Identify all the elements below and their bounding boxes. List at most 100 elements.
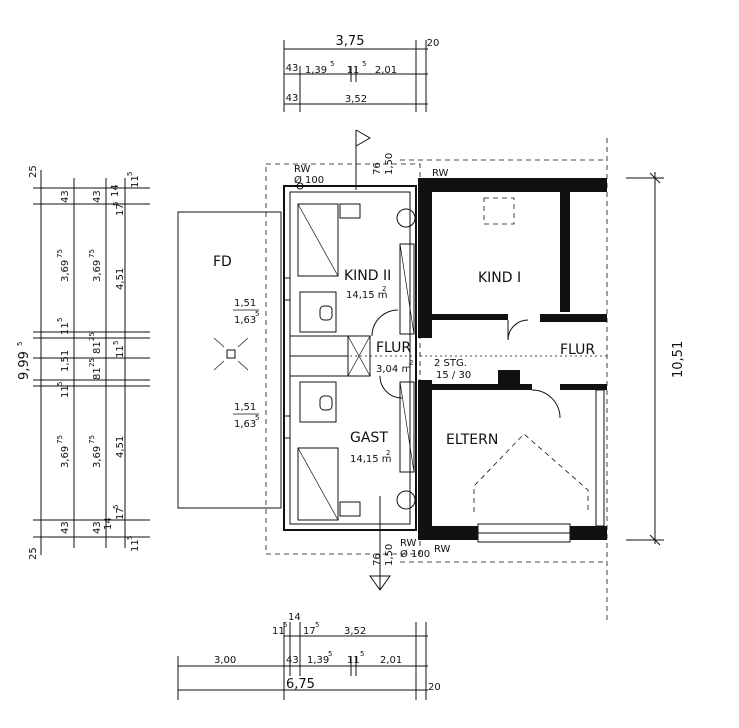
v76-top: 76 — [372, 162, 383, 175]
left-c4-115b: 11 — [130, 539, 141, 552]
bottom-r1-c-sup: 5 — [315, 621, 319, 629]
left-c3-115: 11 — [115, 345, 126, 358]
roof-outlines — [265, 138, 608, 620]
fd-area: FD 1,51 1,63 5 1,51 1,63 5 — [177, 211, 282, 509]
left-c2-81a: 81 — [92, 341, 103, 354]
left-c3-175a: 17 — [115, 203, 126, 216]
left-c2-81b-sup: 25 — [88, 358, 96, 367]
left-c4-115a: 11 — [130, 175, 141, 188]
top-r2-c-sup: 5 — [362, 60, 366, 68]
left-c1-43a: 43 — [60, 190, 71, 203]
left-c3-14b: 14 — [103, 517, 114, 530]
left-c1-115a-sup: 5 — [56, 318, 64, 322]
left-c1-369a: 3,69 — [60, 260, 71, 282]
left-c1-369b: 3,69 — [60, 446, 71, 468]
right-total-dim: 10,51 — [671, 341, 686, 378]
kind2-label: KIND II — [344, 268, 391, 284]
rw-top: RW — [294, 164, 311, 175]
left-c2-81b: 81 — [92, 367, 103, 380]
bottom-dimensions: 11 5 14 17 5 3,52 3,00 43 1,39 5 11 5 2,… — [177, 612, 441, 700]
left-c1-115b: 11 — [60, 385, 71, 398]
v150-top: 1,50 — [384, 153, 395, 175]
right-dimension: 10,51 — [626, 172, 686, 546]
left-c2-369a: 3,69 — [92, 260, 103, 282]
left-c2-369a-sup: 75 — [88, 249, 96, 258]
bottom-total-dim: 6,75 — [286, 677, 315, 692]
left-c2-369b-sup: 75 — [88, 435, 96, 444]
rw-bottom: RW — [400, 538, 417, 549]
left-wing: KIND II 14,15 m 2 FLUR 3,04 m 2 GAST 14,… — [283, 129, 430, 591]
top-total-dim: 3,75 — [336, 34, 365, 49]
bottom-r1-d: 3,52 — [344, 626, 366, 637]
fd-dim1-bottom: 1,51 — [234, 402, 256, 413]
rw-bottom-dia: Ø 100 — [400, 548, 430, 560]
v76-bottom: 76 — [372, 553, 383, 566]
left-c1-369b-sup: 75 — [56, 435, 64, 444]
top-end-dim: 20 — [427, 38, 440, 49]
right-wing: KIND I FLUR ELTERN RW RW 2 STG. 15 / 30 — [418, 168, 607, 555]
rw-right-bottom: RW — [434, 544, 451, 555]
top-r3-b: 3,52 — [345, 94, 367, 105]
top-dimensions: 3,75 20 43 1,39 5 11 5 2,01 43 3,52 — [283, 34, 440, 112]
fd-dim2-top: 1,63 — [234, 315, 256, 326]
left-total-sup: 5 — [16, 342, 24, 346]
flur-small-area: 3,04 m — [376, 364, 411, 375]
bottom-r1-a: 11 — [272, 626, 285, 637]
rw-right-top: RW — [432, 168, 449, 179]
flur-small-area-exp: 2 — [409, 359, 413, 367]
bottom-r1-b: 14 — [288, 612, 301, 623]
left-c3-175b-sup: 5 — [112, 505, 120, 509]
bottom-end-dim: 20 — [428, 682, 441, 693]
left-c1-151: 1,51 — [60, 350, 71, 372]
top-r2-d: 2,01 — [375, 65, 397, 76]
left-c1-bottom: 25 — [28, 547, 39, 560]
flur-small-label: FLUR — [376, 340, 411, 356]
left-c2-43a: 43 — [92, 190, 103, 203]
fd-dim2-bottom: 1,63 — [234, 419, 256, 430]
fd-dim2-bottom-sup: 5 — [255, 414, 259, 422]
left-total-dim: 9,99 — [17, 351, 32, 380]
bottom-r1-c: 17 — [303, 626, 316, 637]
left-c1-115a: 11 — [60, 322, 71, 335]
bottom-r2-a: 3,00 — [214, 655, 236, 666]
gast-label: GAST — [350, 430, 388, 446]
bottom-r2-b: 43 — [286, 655, 299, 666]
top-r2-c: 11 — [347, 65, 360, 76]
kind2-area-exp: 2 — [382, 285, 386, 293]
left-c3-451b: 4,51 — [115, 436, 126, 458]
left-c3-115-sup: 5 — [112, 341, 120, 345]
top-r3-a: 43 — [286, 93, 299, 104]
bottom-r2-c-sup: 5 — [328, 650, 332, 658]
left-c1-115b-sup: 5 — [56, 382, 64, 386]
fd-dim1-top: 1,51 — [234, 298, 256, 309]
left-c2-81a-sup: 25 — [88, 332, 96, 341]
bottom-r2-c: 1,39 — [307, 655, 329, 666]
left-c3-175b: 17 — [115, 507, 126, 520]
bottom-r1-a-sup: 5 — [283, 621, 287, 629]
kind1-label: KIND I — [478, 270, 521, 286]
eltern-label: ELTERN — [446, 432, 498, 448]
bottom-r2-d-sup: 5 — [360, 650, 364, 658]
left-c2-369b: 3,69 — [92, 446, 103, 468]
bottom-r2-d: 11 — [347, 655, 360, 666]
left-c1-369a-sup: 75 — [56, 249, 64, 258]
flur-label: FLUR — [560, 342, 595, 358]
bottom-r2-e: 2,01 — [380, 655, 402, 666]
left-c1-43b: 43 — [60, 521, 71, 534]
left-c1-top: 25 — [28, 165, 39, 178]
top-r2-b: 1,39 — [305, 65, 327, 76]
left-c4-115a-sup: 5 — [126, 172, 134, 176]
left-c3-451a: 4,51 — [115, 268, 126, 290]
v150-bottom: 1,50 — [384, 544, 395, 566]
gast-area-exp: 2 — [386, 449, 390, 457]
left-c4-115b-sup: 5 — [126, 536, 134, 540]
rw-top-dia: Ø 100 — [294, 174, 324, 186]
left-c3-14a: 14 — [110, 184, 121, 197]
stair-note: 2 STG. — [434, 358, 467, 369]
gast-area: 14,15 m — [350, 454, 392, 465]
top-r2-a: 43 — [286, 63, 299, 74]
top-r2-b-sup: 5 — [330, 60, 334, 68]
fd-label: FD — [213, 254, 232, 270]
left-c2-43b: 43 — [92, 521, 103, 534]
